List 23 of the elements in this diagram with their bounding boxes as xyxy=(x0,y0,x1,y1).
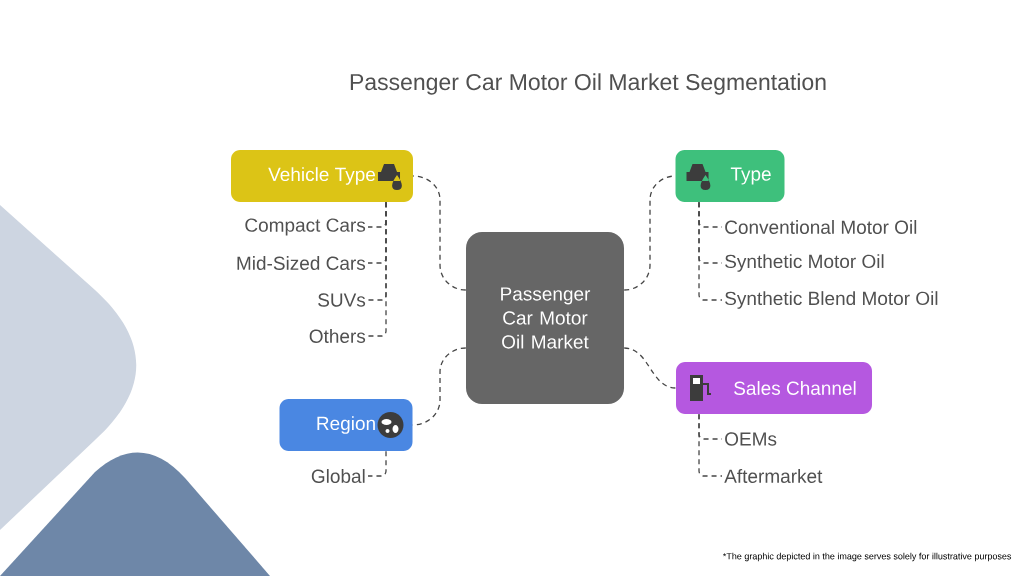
item-label: OEMs xyxy=(725,432,777,446)
item-label: Compact Cars xyxy=(245,218,366,236)
connector xyxy=(367,201,387,337)
item-label: Global xyxy=(311,469,365,483)
category-box: Type xyxy=(675,150,785,202)
item-label: Others xyxy=(309,329,366,343)
item-label: SUVs xyxy=(318,293,366,307)
connector xyxy=(367,450,387,477)
title: Passenger Car Motor Oil Market Segmentation xyxy=(350,73,826,95)
topic-box: Passenger Car Motor Oil Market xyxy=(466,232,624,404)
connector xyxy=(698,413,723,477)
category-box: Vehicle Type xyxy=(231,150,413,202)
item-label: Aftermarket xyxy=(724,469,823,483)
footnote: *The graphic depicted in the image serves solely for illustrative purposes xyxy=(722,552,1012,562)
connector xyxy=(623,347,677,389)
category-box: Region xyxy=(279,399,413,451)
category-box: Sales Channel xyxy=(676,362,872,414)
item-label: Synthetic Motor Oil xyxy=(725,254,884,272)
connector xyxy=(698,201,723,301)
item-label: Conventional Motor Oil xyxy=(725,220,917,234)
connector xyxy=(412,175,467,291)
item-label: Synthetic Blend Motor Oil xyxy=(725,291,938,309)
item-label: Mid-Sized Cars xyxy=(237,256,366,270)
